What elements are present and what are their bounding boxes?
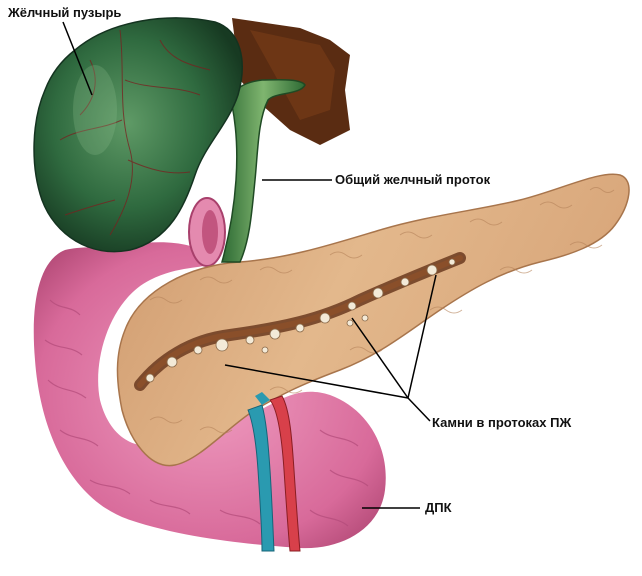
duodenum-folds: [44, 299, 369, 527]
stones-leader-4: [407, 397, 431, 422]
duct-stones: [145, 258, 456, 383]
gallbladder-vessels: [59, 29, 211, 236]
pancreas: [116, 173, 630, 467]
leader-lines: [62, 21, 437, 509]
stones-leader-3: [407, 274, 437, 399]
stones-leader-2: [351, 317, 409, 399]
duct-stones-label: Камни в протоках ПЖ: [432, 415, 572, 430]
gallbladder-leader: [62, 21, 93, 96]
portal-vein: [247, 404, 275, 552]
stones-leader-1: [224, 364, 409, 399]
mesenteric-artery: [269, 395, 301, 552]
duodenum-label: ДПК: [425, 500, 452, 515]
gallbladder: [33, 17, 243, 253]
common-bile-duct-label: Общий желчный проток: [335, 172, 491, 187]
duodenum: [33, 242, 386, 549]
common-bile-duct: [221, 78, 306, 263]
gallbladder-label: Жёлчный пузырь: [8, 5, 122, 20]
pancreas-lobules: [149, 187, 615, 434]
